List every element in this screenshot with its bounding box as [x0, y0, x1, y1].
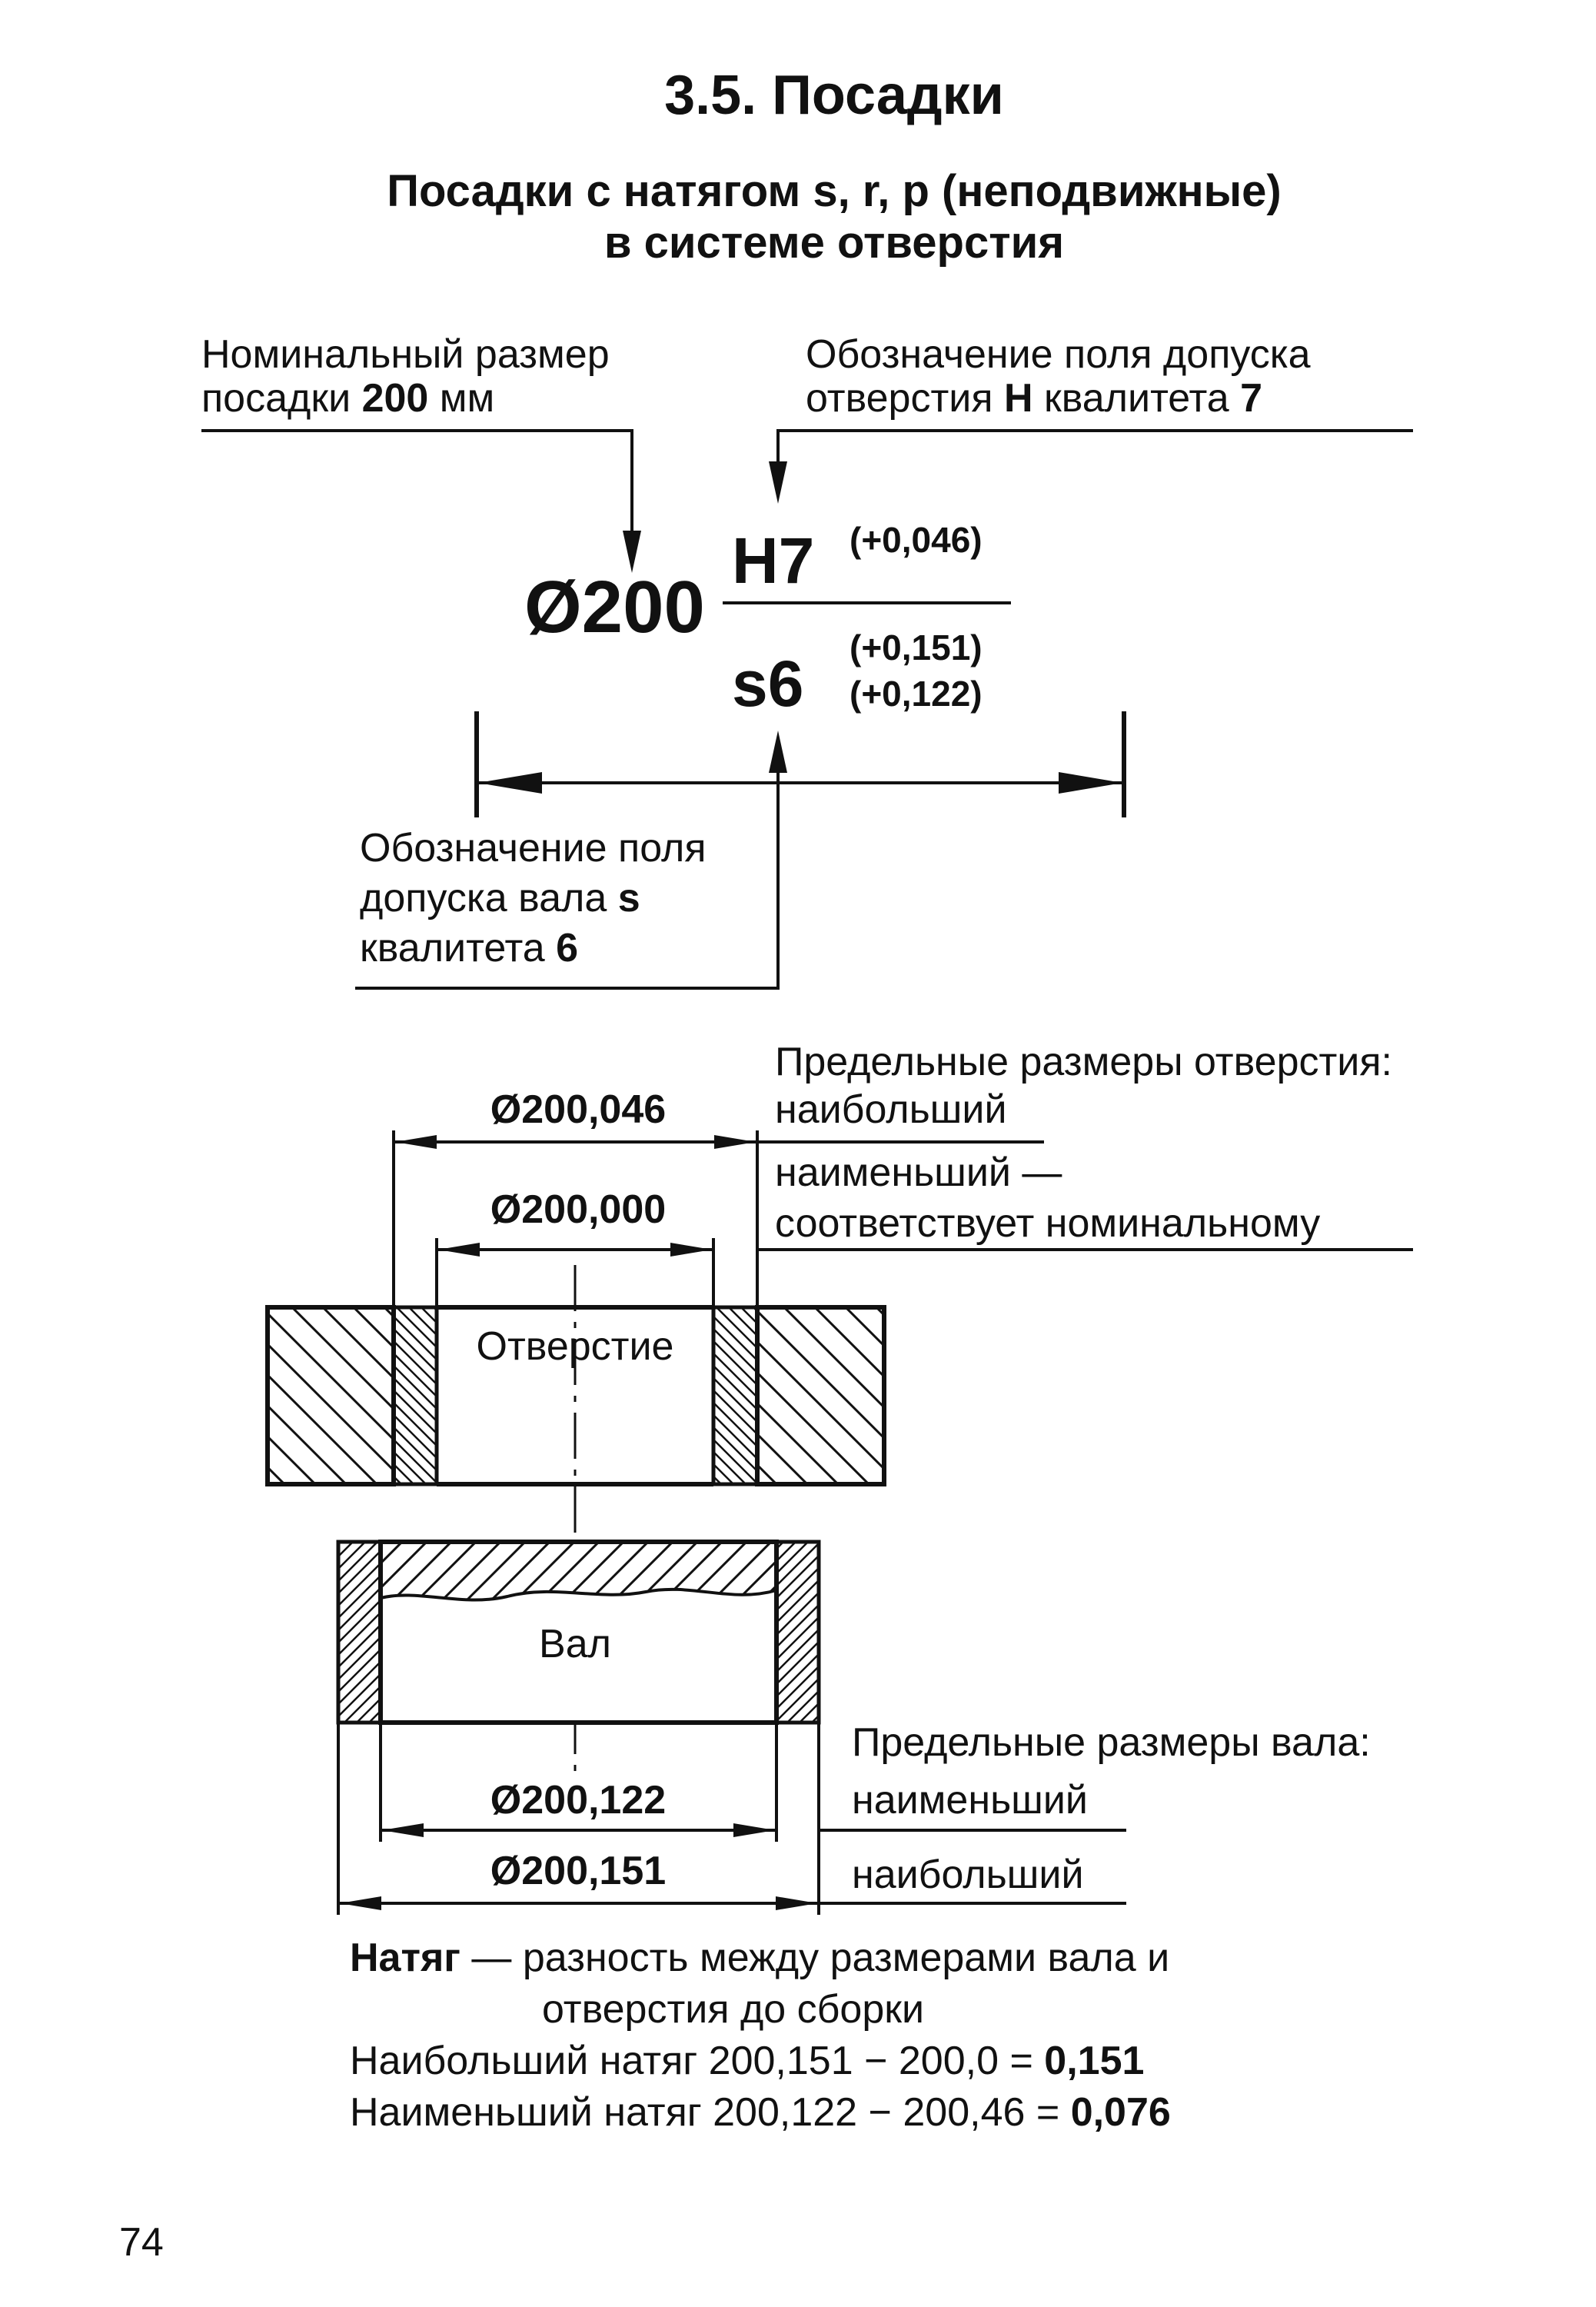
- shaft-label: Вал: [539, 1622, 611, 1666]
- shaft-limit-max: наибольший: [852, 1853, 1084, 1897]
- hole-note-prefix: отверстия: [806, 376, 1004, 421]
- subtitle-line1: Посадки с натягом s, r, p (неподвижные): [387, 166, 1281, 216]
- interference-max-label: Наибольший натяг 200,151 − 200,0 =: [350, 2039, 1044, 2083]
- nominal-note-unit: мм: [428, 376, 494, 421]
- hole-limit-max: наибольший: [775, 1087, 1007, 1132]
- nominal-leader-line: [201, 429, 633, 546]
- hole-label-bg: [454, 1317, 700, 1373]
- interference-definition-line2: отверстия до сборки: [542, 1987, 924, 2032]
- hole-body-right-wall: [755, 1305, 886, 1486]
- shaft-note-grade-prefix: квалитета: [360, 926, 556, 970]
- hole-note-letter: H: [1004, 376, 1033, 421]
- nominal-leader-arrow: [623, 531, 641, 573]
- fit-hole-deviation: (+0,046): [850, 520, 983, 560]
- hole-leader-arrow: [769, 461, 787, 504]
- shaft-dim-max: Ø200,151: [490, 1849, 666, 1893]
- shaft-leader-arrow: [769, 731, 787, 773]
- shaft-limit-min: наименьший: [852, 1778, 1088, 1823]
- shaft-label-bg: [530, 1615, 620, 1669]
- fit-hole-field: H7: [732, 524, 814, 597]
- shaft-note-prefix: допуска вала: [360, 876, 618, 920]
- shaft-tolerance-zone-right: [774, 1540, 821, 1725]
- interference-min-value: 0,076: [1071, 2090, 1171, 2135]
- fit-shaft-upper-deviation: (+0,151): [850, 628, 983, 667]
- hole-note-line1: Обозначение поля допуска: [806, 332, 1311, 377]
- fit-shaft-field: s6: [732, 647, 803, 720]
- hole-max-arrow-left: [395, 1135, 437, 1149]
- fit-nominal: Ø200: [524, 566, 705, 648]
- shaft-break-line: [380, 1587, 777, 1602]
- shaft-note-line2: допуска вала s: [360, 876, 640, 920]
- shaft-note-line3: квалитета 6: [360, 926, 578, 970]
- interference-definition: — разность между размерами вала и: [461, 1936, 1169, 1980]
- hole-body-left-wall: [265, 1305, 396, 1486]
- shaft-leader-line: [355, 757, 780, 990]
- nominal-note-line1: Номинальный размер: [201, 332, 610, 377]
- span-arrow-left: [478, 772, 542, 794]
- shaft-note-letter: s: [618, 876, 640, 920]
- hole-dim-min: Ø200,000: [490, 1187, 666, 1232]
- shaft-max-arrow-left: [340, 1896, 381, 1910]
- subtitle-line2: в системе отверстия: [604, 218, 1064, 268]
- shaft-dim-min: Ø200,122: [490, 1778, 666, 1823]
- hole-dim-max: Ø200,046: [490, 1087, 666, 1132]
- hole-note-line2: отверстия H квалитета 7: [806, 376, 1262, 421]
- hole-min-arrow-right: [670, 1243, 712, 1257]
- span-arrow-right: [1059, 772, 1122, 794]
- hole-max-arrow-right: [714, 1135, 756, 1149]
- interference-min-label: Наименьший натяг 200,122 − 200,46 =: [350, 2090, 1071, 2135]
- nominal-note-line2: посадки 200 мм: [201, 376, 494, 421]
- interference-term: Натяг: [350, 1936, 461, 1980]
- hole-limit-min-line2: соответствует номинальному: [775, 1201, 1320, 1246]
- nominal-note-value: 200: [362, 376, 429, 421]
- hole-limit-min-line1: наименьший —: [775, 1150, 1062, 1195]
- shaft-min-arrow-left: [382, 1823, 424, 1837]
- interference-max: Наибольший натяг 200,151 − 200,0 = 0,151: [350, 2039, 1144, 2083]
- shaft-limits-title: Предельные размеры вала:: [852, 1720, 1371, 1765]
- section-title: 3.5. Посадки: [664, 65, 1004, 126]
- page-number: 74: [119, 2220, 164, 2265]
- shaft-note-line1: Обозначение поля: [360, 826, 706, 871]
- hole-min-arrow-left: [438, 1243, 480, 1257]
- shaft-max-arrow-right: [776, 1896, 817, 1910]
- hole-tolerance-zone-left: [391, 1305, 439, 1486]
- hole-leader-line: [776, 429, 1413, 469]
- shaft-section-hatch: [381, 1542, 776, 1600]
- nominal-note-prefix: посадки: [201, 376, 362, 421]
- shaft-tolerance-zone-left: [336, 1540, 383, 1725]
- hole-note-mid: квалитета: [1033, 376, 1241, 421]
- fit-shaft-lower-deviation: (+0,122): [850, 674, 983, 714]
- shaft-min-arrow-right: [733, 1823, 775, 1837]
- interference-definition-line1: Натяг — разность между размерами вала и: [350, 1936, 1169, 1980]
- interference-max-value: 0,151: [1044, 2039, 1144, 2083]
- hole-limits-title: Предельные размеры отверстия:: [775, 1040, 1392, 1084]
- interference-min: Наименьший натяг 200,122 − 200,46 = 0,07…: [350, 2090, 1171, 2135]
- shaft-note-grade: 6: [556, 926, 578, 970]
- hole-note-grade: 7: [1240, 376, 1262, 421]
- hole-tolerance-zone-right: [711, 1305, 760, 1486]
